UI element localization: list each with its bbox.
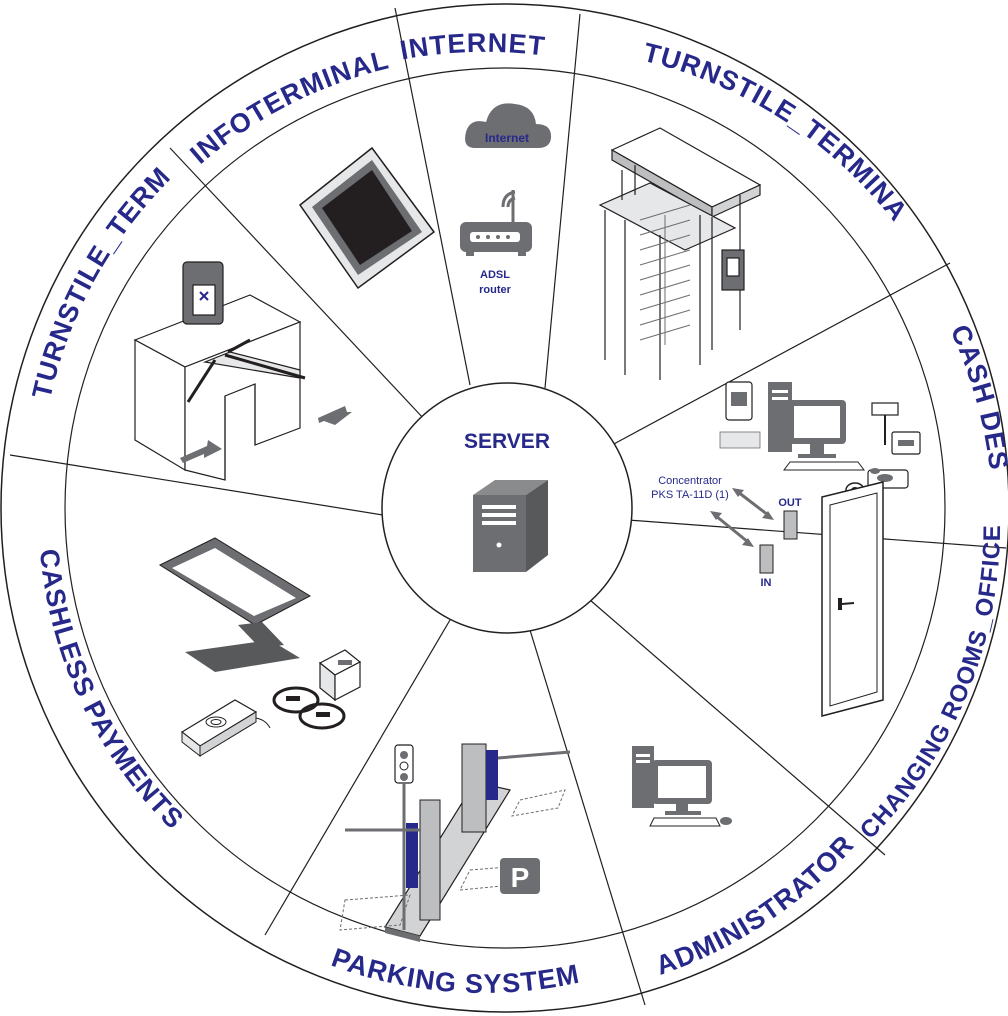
out-reader-icon [783,510,798,540]
concentrator-label-line1: Concentrator [658,475,722,487]
server-hub[interactable]: SERVER [381,382,633,634]
concentrator-label-line2: PKS TA-11D (1) [651,489,729,501]
card-reader-icon [180,699,271,758]
tripod-turnstile-icon [133,261,306,481]
parking-barrier-icon [339,743,571,942]
parking-sign-label: P [511,862,530,893]
out-reader-label: OUT [778,497,802,509]
router-label-line1: ADSL [480,269,510,281]
wristband-icon [272,686,346,730]
adsl-router-icon [460,190,532,256]
segment-dividers [9,7,1007,1006]
in-reader-label: IN [761,577,772,589]
administrator-pc-icon [632,746,732,827]
receipt-printer-icon [318,649,362,702]
infoterminal-screen-icon [298,146,436,290]
internet-cloud-label: Internet [485,131,529,145]
direction-arrows [180,406,352,463]
server-tower-icon [473,480,548,572]
door-icon [821,481,884,717]
pos-terminal-icon [158,537,312,672]
router-label-line2: router [479,284,512,296]
parking-sign-icon: P [500,858,540,894]
server-label: SERVER [464,430,550,453]
internet-cloud-icon: Internet [465,103,552,148]
in-reader-icon [759,544,774,574]
concentrator-link-arrows [710,488,774,547]
inner-ring [64,67,946,949]
full-height-turnstile-icon [598,127,762,380]
